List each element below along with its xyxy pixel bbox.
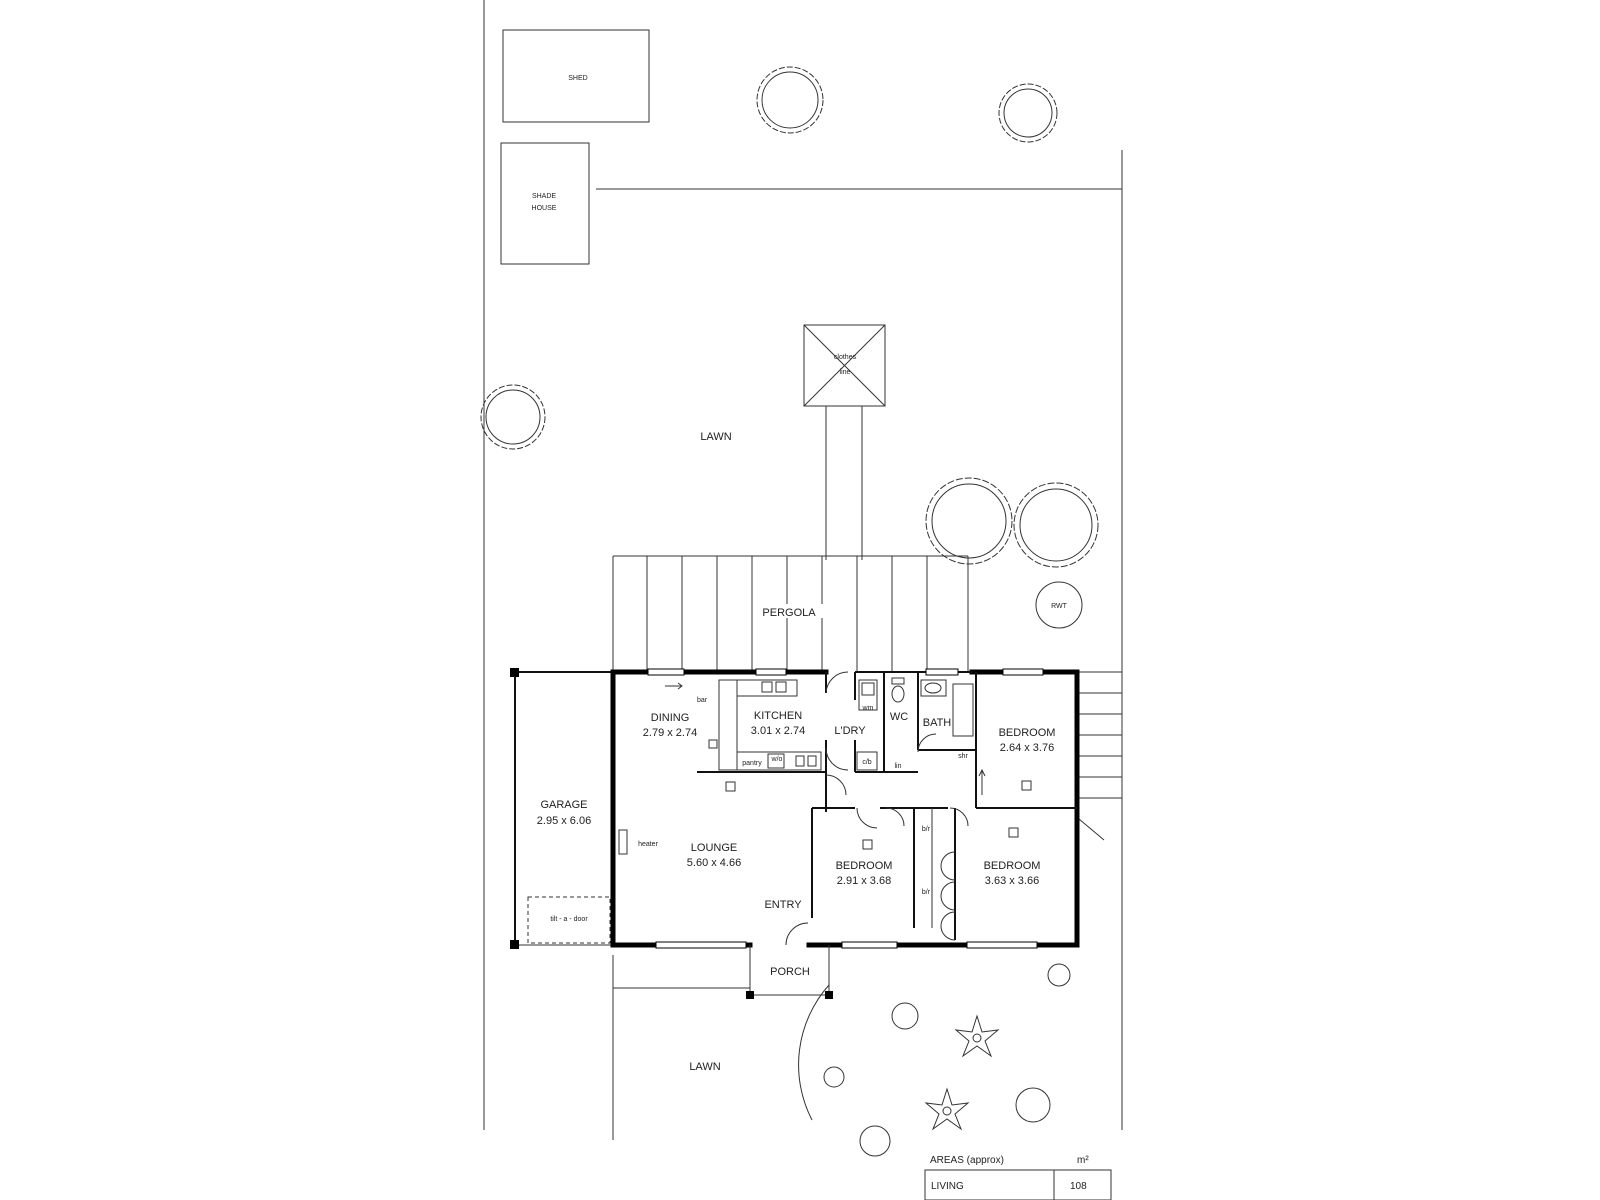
pergola: PERGOLA bbox=[612, 555, 969, 672]
porch: PORCH bbox=[746, 945, 833, 999]
bedroom-se-label: BEDROOM bbox=[984, 860, 1041, 872]
linen-label: lin bbox=[894, 763, 901, 770]
dining-label: DINING bbox=[651, 712, 690, 724]
areas-row-label: LIVING bbox=[931, 1181, 964, 1192]
front-shrubs bbox=[823, 963, 1071, 1157]
rwt-label: RWT bbox=[1051, 603, 1068, 610]
cupboard-label: c/b bbox=[862, 759, 871, 766]
shade-house-label-2: HOUSE bbox=[532, 205, 557, 212]
washer-label: wm bbox=[862, 705, 874, 712]
bath-label: BATH bbox=[923, 717, 952, 729]
internal-walls bbox=[697, 672, 1077, 940]
heater-label: heater bbox=[638, 841, 659, 848]
areas-table: AREAS (approx) m² LIVING 108 bbox=[924, 1155, 1112, 1200]
laundry-label: L'DRY bbox=[834, 725, 866, 737]
bar-label: bar bbox=[697, 697, 708, 704]
bedroom-se-dims: 3.63 x 3.66 bbox=[985, 875, 1039, 887]
shade-house-label-1: SHADE bbox=[532, 193, 556, 200]
lounge-label: LOUNGE bbox=[691, 842, 737, 854]
shower-label: shr bbox=[958, 753, 968, 760]
kitchen-dims: 3.01 x 2.74 bbox=[751, 725, 805, 737]
garage: tilt - a - door GARAGE 2.95 x 6.06 bbox=[510, 668, 613, 949]
tilt-door-label: tilt - a - door bbox=[550, 916, 588, 923]
palm-1 bbox=[954, 1014, 1000, 1058]
clothes-line-label-2: line bbox=[840, 369, 851, 376]
areas-unit: m² bbox=[1077, 1155, 1089, 1166]
clothes-line-label-1: clothes bbox=[834, 354, 857, 361]
bedroom-mid-label: BEDROOM bbox=[836, 860, 893, 872]
wc-label: WC bbox=[890, 711, 908, 723]
areas-row-value: 108 bbox=[1070, 1181, 1087, 1192]
shade-house: SHADE HOUSE bbox=[500, 142, 590, 265]
bedroom-ne-dims: 2.64 x 3.76 bbox=[1000, 742, 1054, 754]
wall-oven-label: w/o bbox=[771, 756, 783, 763]
dining-dims: 2.79 x 2.74 bbox=[643, 727, 697, 739]
room-labels: DINING 2.79 x 2.74 KITCHEN 3.01 x 2.74 L… bbox=[643, 710, 1056, 911]
porch-label: PORCH bbox=[770, 966, 810, 978]
shed: SHED bbox=[502, 29, 650, 123]
tree-pergola-1 bbox=[925, 477, 1013, 565]
robe-label-1: b/r bbox=[922, 826, 931, 833]
shed-label: SHED bbox=[568, 75, 587, 82]
pergola-label: PERGOLA bbox=[762, 607, 816, 619]
lawn-front-label: LAWN bbox=[689, 1061, 720, 1073]
palm-2 bbox=[924, 1087, 970, 1131]
fixtures-kitchen: pantry w/o bar wm c/b lin shr b/r b/r he… bbox=[618, 677, 986, 896]
lounge-dims: 5.60 x 4.66 bbox=[687, 857, 741, 869]
lawn-rear-label: LAWN bbox=[700, 431, 731, 443]
entry-label: ENTRY bbox=[764, 899, 802, 911]
clothes-line: clothes line bbox=[803, 324, 886, 560]
garage-label: GARAGE bbox=[540, 799, 587, 811]
bedroom-ne-label: BEDROOM bbox=[999, 727, 1056, 739]
rainwater-tank: RWT bbox=[1035, 581, 1083, 629]
tree-rear-2 bbox=[998, 83, 1058, 143]
pantry-label: pantry bbox=[742, 760, 762, 767]
robe-label-2: b/r bbox=[922, 889, 931, 896]
doors bbox=[785, 671, 969, 1121]
site-boundary bbox=[483, 0, 1123, 1140]
areas-heading: AREAS (approx) bbox=[930, 1155, 1004, 1166]
tree-pergola-2 bbox=[1013, 482, 1099, 568]
kitchen-label: KITCHEN bbox=[754, 710, 802, 722]
tree-rear-1 bbox=[756, 66, 824, 134]
east-deck bbox=[1078, 671, 1122, 841]
bedroom-mid-dims: 2.91 x 3.68 bbox=[837, 875, 891, 887]
garage-dims: 2.95 x 6.06 bbox=[537, 815, 591, 827]
tree-west bbox=[480, 384, 546, 450]
